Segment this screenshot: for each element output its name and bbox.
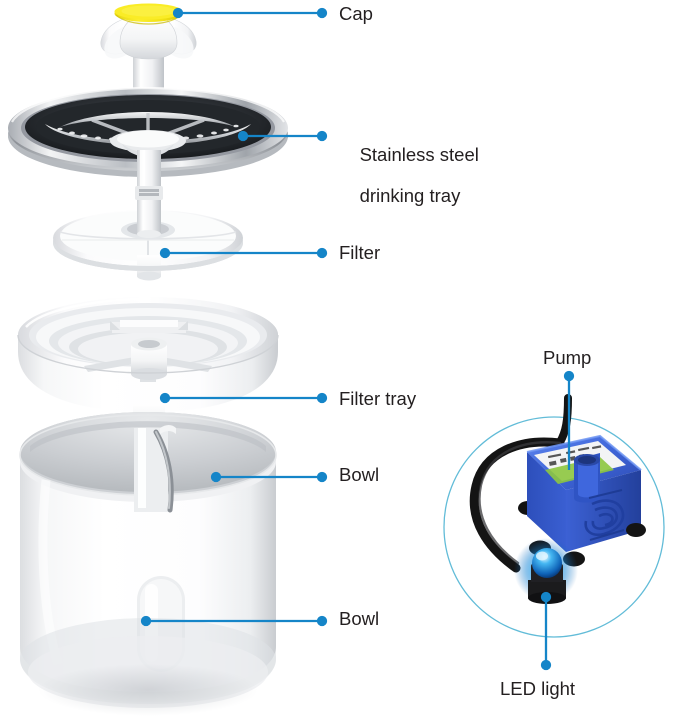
label-led-light: LED light <box>500 678 576 699</box>
label-bowl-window: Bowl <box>339 608 380 629</box>
part-stainless-steel-tray <box>8 86 288 177</box>
part-filter-tray <box>17 297 279 430</box>
leader-filter <box>159 247 328 259</box>
label-line-1: Stainless steel <box>359 143 479 165</box>
part-pump-assembly <box>469 394 646 604</box>
label-filter: Filter <box>339 242 381 263</box>
leader-cap <box>172 7 328 19</box>
pump-outlet <box>574 453 600 503</box>
label-stainless-steel-tray: Stainless steel drinking tray <box>339 124 479 227</box>
label-line-2: drinking tray <box>359 184 461 206</box>
bowl-cord-channel <box>134 425 176 513</box>
leader-bowl-window <box>140 615 328 627</box>
label-bowl-interior: Bowl <box>339 464 380 485</box>
pump-vent-grill <box>584 499 625 537</box>
leader-stainless-steel-tray <box>237 130 328 142</box>
label-cap: Cap <box>339 3 373 24</box>
leader-bowl-interior <box>210 471 328 483</box>
leader-pump <box>563 370 575 470</box>
label-pump: Pump <box>543 347 592 368</box>
leader-led <box>540 591 552 671</box>
part-cap <box>100 3 197 121</box>
leader-filter-tray <box>159 392 328 404</box>
part-filter <box>53 200 243 281</box>
label-filter-tray: Filter tray <box>339 388 417 409</box>
led-light <box>514 538 578 604</box>
